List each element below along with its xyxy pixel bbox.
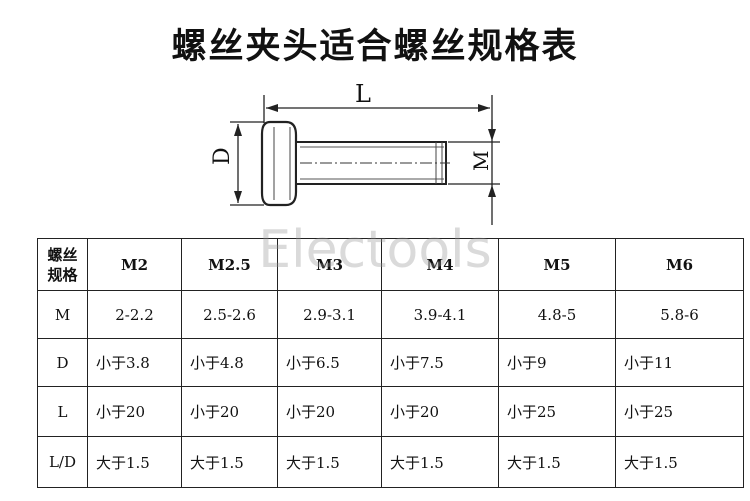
- table-cell: 小于6.5: [277, 338, 382, 387]
- table-cell: 大于1.5: [87, 436, 182, 488]
- table-cell: 小于20: [87, 386, 182, 437]
- corner-header-line2: 规格: [47, 265, 78, 284]
- table-cell: 小于11: [615, 338, 744, 387]
- table-row: L/D 大于1.5 大于1.5 大于1.5 大于1.5 大于1.5 大于1.5: [37, 436, 744, 488]
- table-cell: 大于1.5: [615, 436, 744, 488]
- table-cell: 大于1.5: [498, 436, 616, 488]
- table-row: D 小于3.8 小于4.8 小于6.5 小于7.5 小于9 小于11: [37, 338, 744, 387]
- table-cell: 4.8-5: [498, 290, 616, 339]
- table-cell: 大于1.5: [277, 436, 382, 488]
- label-l: L: [355, 80, 371, 108]
- label-d: D: [210, 147, 235, 165]
- row-header: L/D: [37, 436, 88, 488]
- table-cell: 小于7.5: [381, 338, 499, 387]
- corner-header: 螺丝 规格: [37, 238, 88, 291]
- column-header: M2: [87, 238, 182, 291]
- row-header: L: [37, 386, 88, 437]
- table-cell: 小于20: [381, 386, 499, 437]
- column-header: M3: [277, 238, 382, 291]
- table-cell: 小于4.8: [181, 338, 278, 387]
- table-cell: 2-2.2: [87, 290, 182, 339]
- table-cell: 5.8-6: [615, 290, 744, 339]
- table-row: L 小于20 小于20 小于20 小于20 小于25 小于25: [37, 386, 744, 437]
- table-cell: 小于3.8: [87, 338, 182, 387]
- screw-head: [260, 120, 298, 207]
- column-header: M2.5: [181, 238, 278, 291]
- table-cell: 大于1.5: [181, 436, 278, 488]
- table-cell: 小于20: [277, 386, 382, 437]
- row-header: M: [37, 290, 88, 339]
- table-cell: 大于1.5: [381, 436, 499, 488]
- label-m: M: [469, 151, 493, 171]
- row-header: D: [37, 338, 88, 387]
- table-cell: 2.5-2.6: [181, 290, 278, 339]
- table-header-row: 螺丝 规格 M2 M2.5 M3 M4 M5 M6: [37, 238, 744, 291]
- table-cell: 小于25: [615, 386, 744, 437]
- column-header: M4: [381, 238, 499, 291]
- corner-header-line1: 螺丝: [47, 245, 78, 264]
- screw-diagram: L D M: [210, 80, 500, 225]
- spec-table: 螺丝 规格 M2 M2.5 M3 M4 M5 M6 M 2-2.2 2.5-2.…: [37, 238, 744, 488]
- table-row: M 2-2.2 2.5-2.6 2.9-3.1 3.9-4.1 4.8-5 5.…: [37, 290, 744, 339]
- column-header: M5: [498, 238, 616, 291]
- table-cell: 小于20: [181, 386, 278, 437]
- table-cell: 小于9: [498, 338, 616, 387]
- column-header: M6: [615, 238, 744, 291]
- table-cell: 小于25: [498, 386, 616, 437]
- table-cell: 2.9-3.1: [277, 290, 382, 339]
- page-title: 螺丝夹头适合螺丝规格表: [171, 26, 579, 67]
- table-cell: 3.9-4.1: [381, 290, 499, 339]
